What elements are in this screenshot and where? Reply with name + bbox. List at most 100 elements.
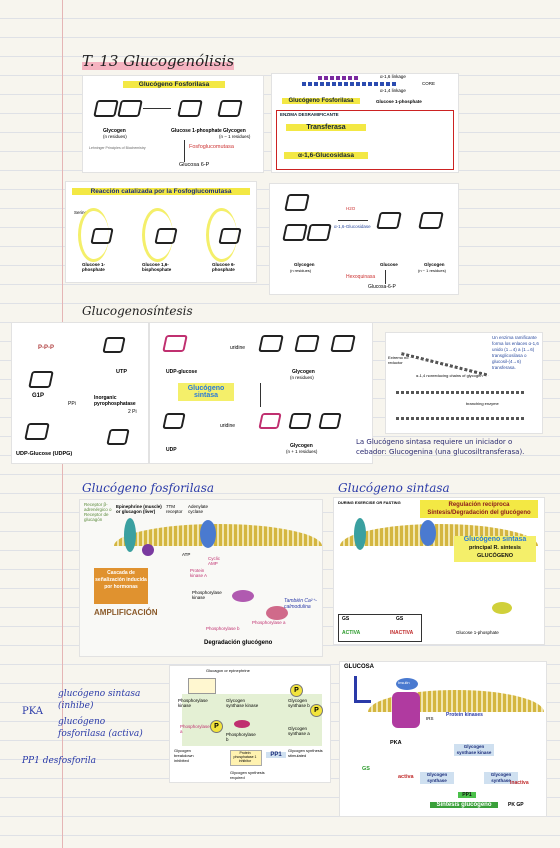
stimulated-label: Glycogen synthesis stimulated <box>288 748 323 758</box>
synthase-arrow <box>260 383 261 407</box>
page-title: T. 13 Glucogenólisis <box>82 52 235 70</box>
g1p-label: Glucose 1-phosphate <box>171 128 222 134</box>
insulin-pathway-panel: GLUCOSA Insulin IRS Protein kinases PKA … <box>340 662 546 816</box>
udp-ring <box>162 413 186 429</box>
mutase-arrow <box>184 140 185 162</box>
water-label: H2O <box>346 206 356 211</box>
gs-label: GS <box>362 766 370 772</box>
phos-b-label: Phosphorylase b <box>226 732 256 742</box>
adenylate-cyclase-label: Adenylate cyclase <box>188 504 209 514</box>
label-glucose: Glucose <box>380 262 398 267</box>
glycogen-label: Glycogen <box>103 128 126 134</box>
udpg-uridine-ring <box>106 429 130 445</box>
glucosidase-panel: H2O α-1,6-Glucosidase Glycogen (n residu… <box>270 184 458 294</box>
phosphate-3: P <box>210 720 223 733</box>
branching-note: Un enzima ramificante forma los enlaces … <box>492 335 539 370</box>
glycogen-ring-b <box>282 224 308 241</box>
gsk-label: Glycogen synthase kinase <box>226 698 259 708</box>
gs-a-label: Glycogen synthase a <box>288 726 310 736</box>
note-gf: glucógeno fosforilasa (activa) <box>58 717 143 739</box>
section-heading-synthesis: Glucogenosíntesis <box>82 304 193 318</box>
udpg-glucose-ring <box>24 423 50 440</box>
pp1-label: PP1 <box>458 792 476 798</box>
enzyme-label: Glucógeno Fosforilasa <box>282 98 360 104</box>
adenylate-cyclase-protein <box>200 520 216 548</box>
enzyme-highlight-1 <box>78 208 109 262</box>
cascade-box <box>94 568 148 604</box>
glycogen2-ring-c <box>318 413 342 429</box>
credit: Lehninger Principles of Biochemistry <box>89 146 146 150</box>
hexokinase-arrow <box>385 270 386 284</box>
udpglucose-ring <box>162 335 188 352</box>
tm-label: 7TM receptor <box>166 504 183 514</box>
glycogen2-ring-b <box>288 413 312 429</box>
uridine-label-2: uridine <box>220 423 236 429</box>
g1p-ring <box>90 228 114 244</box>
branch-chain-mid <box>396 391 526 394</box>
gs-b-label: Glycogen synthase b <box>288 698 310 708</box>
gs-state-box <box>338 614 422 642</box>
section-heading-synthase: Glucógeno sintasa <box>338 481 450 495</box>
enzyme-label: α-1,6-Glucosidase <box>334 224 371 229</box>
g1p-label: Glucose 1-phosphate <box>456 630 499 635</box>
udp-label: UDP <box>166 447 177 453</box>
synthase-title-3: GLUCÓGENO <box>476 553 514 559</box>
adenylate-cyclase-protein <box>420 520 436 546</box>
gs-label-2: GS <box>396 616 404 622</box>
mutase-label: Fosfoglucomutasa <box>189 144 234 150</box>
hydrolysis-arrow <box>338 220 368 221</box>
glycogen-label: Glycogen <box>292 369 315 375</box>
product-ring <box>217 100 243 117</box>
pka-box <box>188 678 216 694</box>
epinephrine-label: Epinephrine (muscle) or glucagon (liver) <box>116 504 162 514</box>
pka-label: Protein kinase A <box>190 568 208 578</box>
gs-a-label: Glycogen synthase <box>420 772 454 784</box>
amplification-label: AMPLIFICACIÓN <box>94 608 158 617</box>
linkage14-label: α-1,4 linkage <box>380 88 406 93</box>
enzyme-label: Glucógeno Fosforilasa <box>123 81 225 88</box>
phosphorylase-kinase-label: Phosphorylase kinase <box>192 590 222 600</box>
insulin-label: Insulin <box>398 680 410 685</box>
protein-kinases-label: Protein kinases <box>446 712 483 718</box>
insulin-receptor <box>396 678 418 690</box>
glycogen2-sub: (n − 1 residues) <box>219 134 251 139</box>
gs-blob-1 <box>492 602 512 614</box>
reducing-label: Extremo no reductor <box>388 355 409 365</box>
inhibited-label: Glycogen breakdown inhibited <box>174 748 194 763</box>
phosphorylase-blob <box>234 720 250 728</box>
section-heading-phosphorylase: Glucógeno fosforilasa <box>82 481 215 495</box>
inactiva-label: INACTIVA <box>390 630 414 636</box>
phosphate-1: P <box>290 684 303 697</box>
calmodulin-note: También Ca²⁺-calmodulina <box>284 598 317 610</box>
g1p-ring <box>177 100 203 117</box>
pp1-label: PP1 <box>266 752 286 758</box>
glycogen-ring <box>93 100 119 117</box>
hexokinase-label: Hexoquinasa <box>346 274 376 280</box>
camp-label: Cyclic AMP <box>208 556 220 566</box>
state-label: DURING EXERCISE OR FASTING <box>338 500 401 505</box>
glucose-ring <box>376 212 402 229</box>
cell-membrane <box>114 524 322 546</box>
phosphorylase-kinase-label: Phosphorylase kinase <box>178 698 208 708</box>
irs-label: IRS <box>426 716 434 721</box>
synthesis-caption: La Glucógeno sintasa requiere un iniciad… <box>356 438 525 456</box>
glucose-label: GLUCOSA <box>344 664 374 670</box>
phosphorylase-a-label: Phosphorylase a <box>252 620 286 625</box>
utp-label: UTP <box>116 369 127 375</box>
title-text: T. 13 Glucogenólisis <box>82 52 235 70</box>
glycogen2-label: Glycogen <box>223 128 246 134</box>
glucosidase-label: α-1,6-Glucosidasa <box>284 152 368 159</box>
reaction-arrow <box>143 108 171 109</box>
activa-label: ACTIVA <box>342 630 361 636</box>
pi-label: 2 Pi <box>128 409 137 415</box>
g1p-label: G1P <box>32 393 45 399</box>
phosphoglucomutase-panel: Reacción catalizada por la Fosfoglucomut… <box>66 182 256 282</box>
udpglucose-label: UDP-glucose <box>166 369 198 375</box>
label-g6p: Glucose 6-phosphate <box>212 262 236 272</box>
udpg-label: UDP-Glucose (UDPG) <box>16 451 73 457</box>
kinase-blob <box>232 590 254 602</box>
cycle-box <box>182 694 322 746</box>
sub-glycogen2: (n − 1 residues) <box>418 268 446 273</box>
udpg-formation-panel: P-P-P UTP G1P PPi Inorganic pyrophosphat… <box>12 323 148 463</box>
core-label: CORE <box>422 81 436 86</box>
